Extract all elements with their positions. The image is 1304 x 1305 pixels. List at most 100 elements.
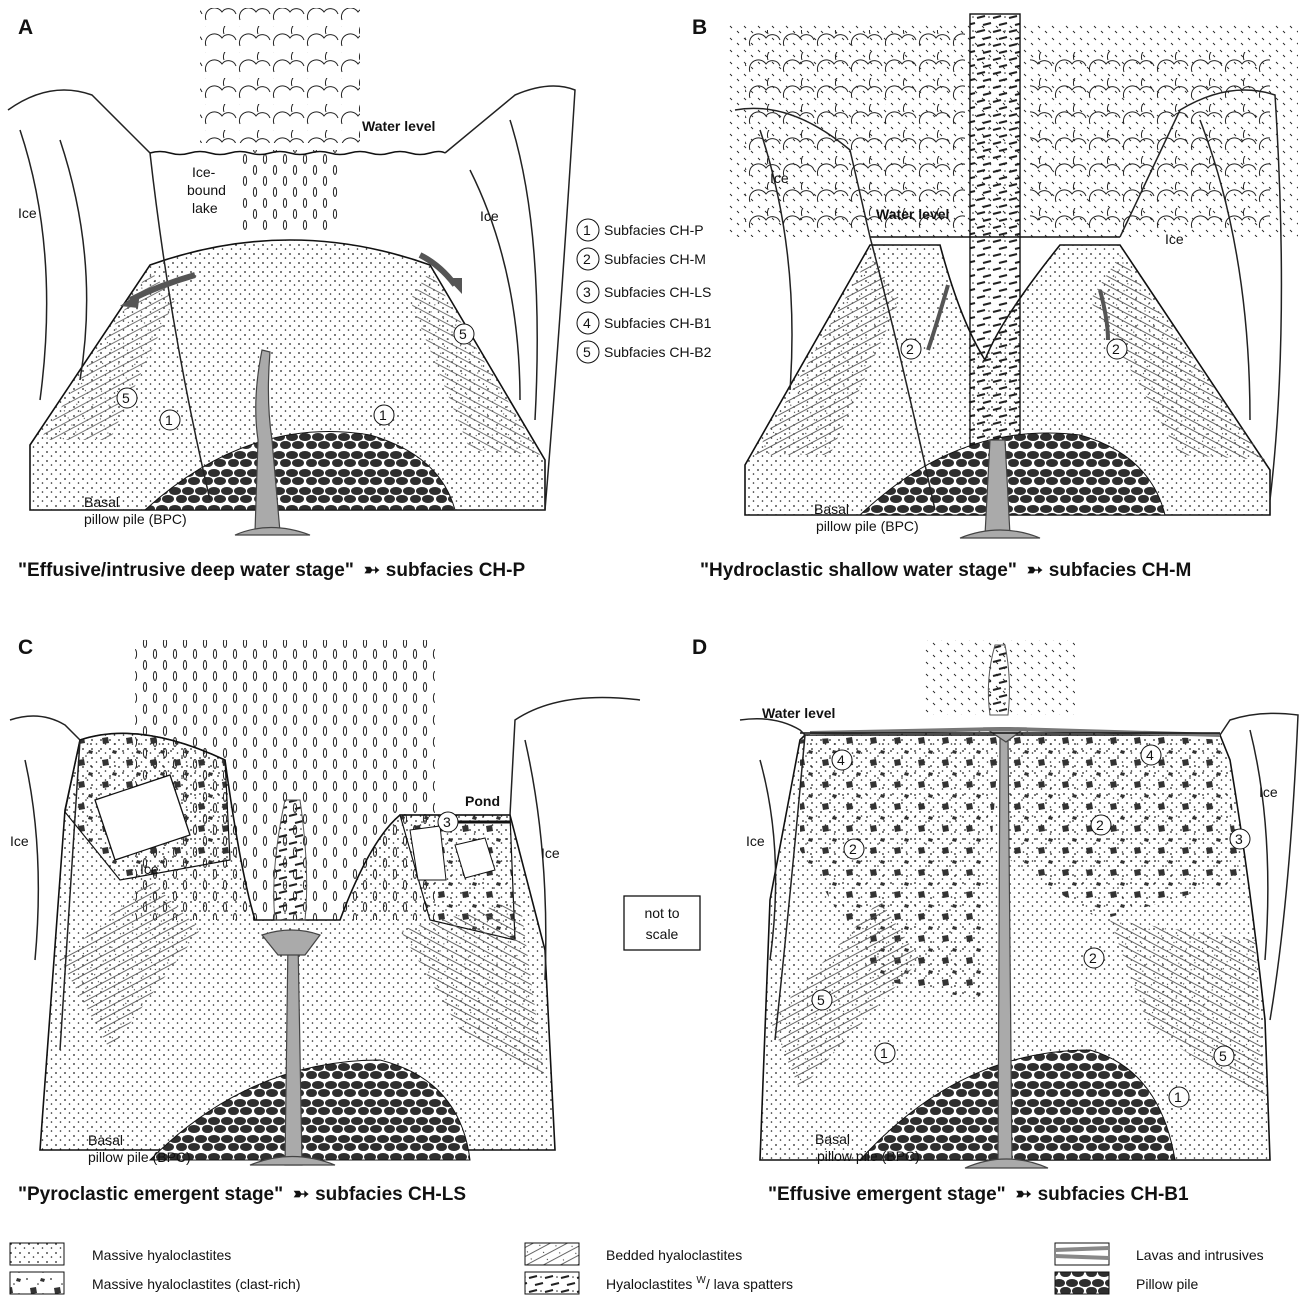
panel-d-caption: "Effusive emergent stage"➳subfacies CH-B… <box>768 1184 1189 1205</box>
subfacies-key-item: 1 Subfacies CH-P <box>577 219 704 241</box>
legend-item: Massive hyaloclastites (clast-rich) <box>10 1272 301 1294</box>
svg-text:2: 2 <box>906 341 914 357</box>
svg-text:4: 4 <box>1146 747 1154 763</box>
ice-fracture-left-2 <box>60 140 87 380</box>
svg-text:5: 5 <box>122 390 130 406</box>
subfacies-key-item: 4 Subfacies CH-B1 <box>577 312 712 334</box>
lake-label-3: lake <box>192 200 218 216</box>
steam-plume-right <box>1030 50 1270 230</box>
svg-text:Subfacies CH-P: Subfacies CH-P <box>604 222 704 238</box>
subfacies-marker: 3 <box>438 812 458 832</box>
subfacies-marker: 1 <box>875 1043 895 1063</box>
subfacies-marker: 2 <box>1084 948 1104 968</box>
legend-swatch-massive <box>10 1243 64 1265</box>
svg-text:1: 1 <box>583 222 591 238</box>
panel-a: A Water level Ice Ice Ice- bound lake <box>8 8 575 581</box>
scale-note-line2: scale <box>646 926 679 942</box>
ice-right-label: Ice <box>1259 784 1278 800</box>
svg-text:5: 5 <box>459 326 467 342</box>
water-level-label: Water level <box>762 705 835 721</box>
panel-c-caption: "Pyroclastic emergent stage"➳subfacies C… <box>18 1184 466 1205</box>
svg-text:Lavas and intrusives: Lavas and intrusives <box>1136 1247 1264 1263</box>
svg-text:5: 5 <box>583 344 591 360</box>
ice-fracture-left-1 <box>20 130 47 400</box>
svg-text:5: 5 <box>1219 1048 1227 1064</box>
ice-fracture-left <box>25 760 38 960</box>
svg-text:1: 1 <box>379 407 387 423</box>
basal-label-2: pillow pile (BPC) <box>816 518 919 534</box>
feeder-dike <box>985 440 1010 535</box>
subfacies-marker: 2 <box>1091 815 1111 835</box>
panel-c-letter: C <box>18 636 33 659</box>
ice-block-label: Ice <box>140 861 159 877</box>
legend-item: Pillow pile <box>1055 1272 1198 1294</box>
basal-label-1: Basal <box>88 1132 123 1148</box>
legend-item: Massive hyaloclastites <box>10 1243 231 1265</box>
svg-text:4: 4 <box>583 315 591 331</box>
svg-text:1: 1 <box>1174 1089 1182 1105</box>
scale-note: not to scale <box>624 896 700 950</box>
basal-label-2: pillow pile (BPC) <box>84 511 187 527</box>
subfacies-marker: 5 <box>812 990 832 1010</box>
svg-text:Subfacies CH-B1: Subfacies CH-B1 <box>604 315 712 331</box>
svg-text:4: 4 <box>837 752 845 768</box>
lake-label-2: bound <box>187 182 226 198</box>
subfacies-marker: 2 <box>844 839 864 859</box>
subfacies-marker: 5 <box>454 324 474 344</box>
svg-text:1: 1 <box>880 1045 888 1061</box>
ice-right-label: Ice <box>1165 231 1184 247</box>
svg-text:Massive hyaloclastites (clast-: Massive hyaloclastites (clast-rich) <box>92 1276 301 1292</box>
basal-label-2: pillow pile (BPC) <box>88 1149 191 1165</box>
panel-a-letter: A <box>18 16 33 39</box>
svg-text:2: 2 <box>583 251 591 267</box>
legend-swatch-clast-rich <box>10 1272 64 1294</box>
panel-d-letter: D <box>692 636 707 659</box>
subfacies-marker: 3 <box>1230 829 1250 849</box>
pond-label: Pond <box>465 793 500 809</box>
subfacies-marker: 5 <box>1214 1046 1234 1066</box>
feeder-base <box>235 528 310 536</box>
svg-text:Subfacies CH-B2: Subfacies CH-B2 <box>604 344 712 360</box>
subfacies-marker: 5 <box>117 388 137 408</box>
ice-fracture-left <box>760 760 776 960</box>
svg-text:Pillow pile: Pillow pile <box>1136 1276 1198 1292</box>
basal-label-1: Basal <box>84 494 119 510</box>
lake-label-1: Ice- <box>192 164 216 180</box>
svg-text:3: 3 <box>583 284 591 300</box>
ice-right-label: Ice <box>541 845 560 861</box>
svg-text:3: 3 <box>1235 831 1243 847</box>
basal-label-1: Basal <box>814 501 849 517</box>
ice-fracture-right-2 <box>510 120 537 420</box>
svg-text:2: 2 <box>1112 341 1120 357</box>
svg-text:Subfacies CH-LS: Subfacies CH-LS <box>604 284 711 300</box>
ice-left-label: Ice <box>746 833 765 849</box>
hydroclastic-column <box>970 14 1020 494</box>
water-level-label: Water level <box>362 118 435 134</box>
eruption-plume <box>200 8 360 143</box>
basal-label-1: Basal <box>815 1131 850 1147</box>
svg-text:2: 2 <box>1089 950 1097 966</box>
subfacies-marker: 4 <box>1141 745 1161 765</box>
legend-swatch-pillow <box>1055 1272 1109 1294</box>
subfacies-marker: 2 <box>1107 339 1127 359</box>
ice-left-label: Ice <box>770 170 789 186</box>
legend: Massive hyaloclastites Massive hyaloclas… <box>10 1243 1264 1294</box>
svg-text:2: 2 <box>849 841 857 857</box>
ice-wall-right <box>510 698 640 816</box>
legend-swatch-spatter <box>525 1272 579 1294</box>
svg-text:5: 5 <box>817 992 825 1008</box>
subfacies-marker: 2 <box>901 339 921 359</box>
legend-item: Lavas and intrusives <box>1055 1243 1264 1265</box>
svg-text:2: 2 <box>1096 817 1104 833</box>
panel-a-caption: "Effusive/intrusive deep water stage"➳su… <box>18 560 525 581</box>
scale-note-line1: not to <box>644 905 679 921</box>
ice-right-label: Ice <box>480 208 499 224</box>
svg-text:3: 3 <box>443 814 451 830</box>
panel-b: B Water level Ice Ice Basal pillow pile … <box>692 14 1298 581</box>
subfacies-marker: 4 <box>832 750 852 770</box>
legend-swatch-bedded <box>525 1243 579 1265</box>
